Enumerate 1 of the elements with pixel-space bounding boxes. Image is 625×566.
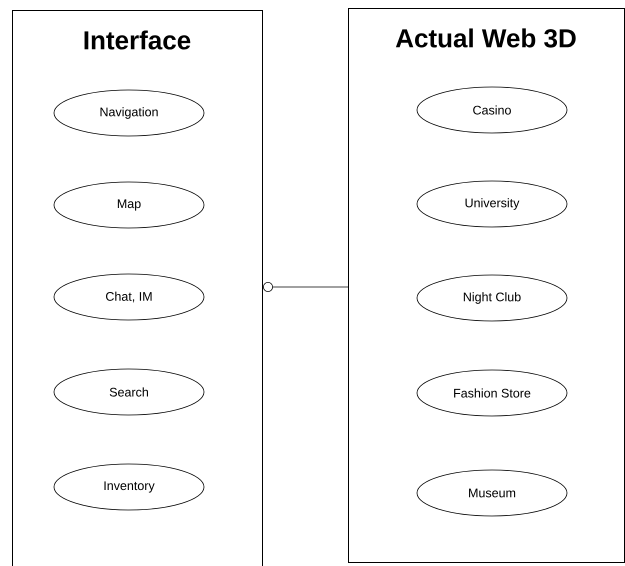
connector-line [263, 282, 348, 292]
